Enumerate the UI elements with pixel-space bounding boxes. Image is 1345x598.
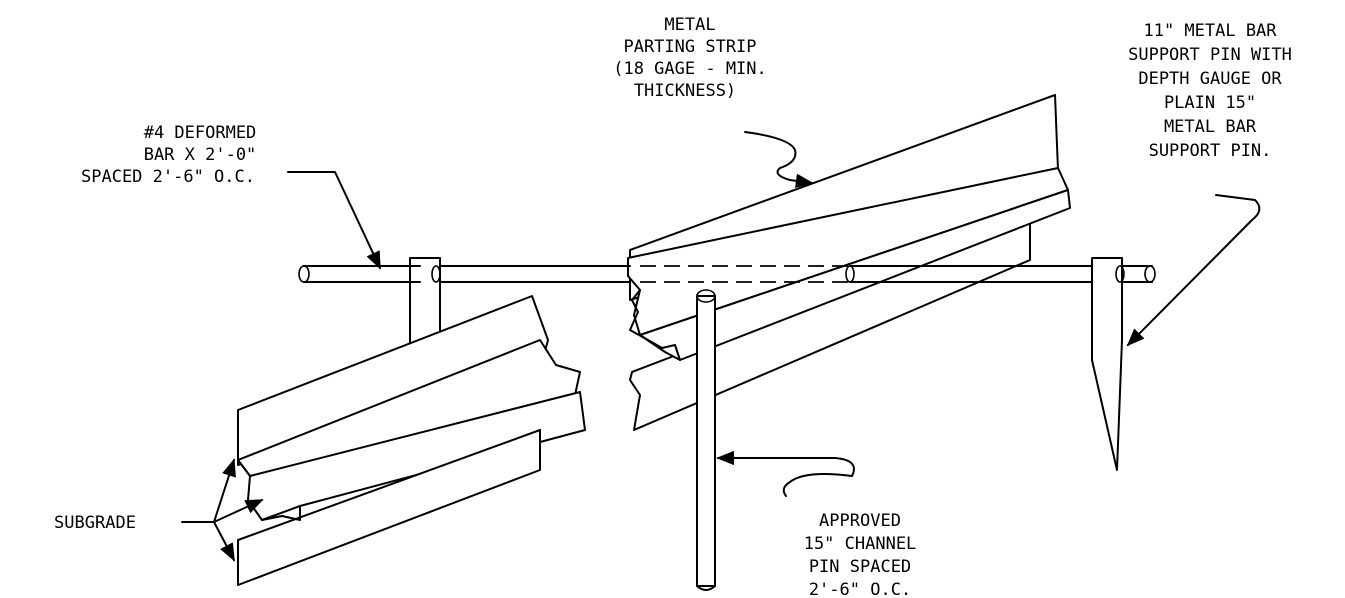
subgrade-text: SUBGRADE bbox=[54, 513, 136, 533]
channel-pin-line-3: PIN SPACED bbox=[809, 557, 911, 577]
deformed-bar-line-3: SPACED 2'-6" O.C. bbox=[81, 167, 255, 187]
label-channel-pin: APPROVED 15" CHANNEL PIN SPACED 2'-6" O.… bbox=[804, 511, 917, 598]
support-pin-line-5: METAL BAR bbox=[1164, 117, 1257, 137]
channel-pin-line-1: APPROVED bbox=[819, 511, 901, 531]
channel-pin-line-4: 2'-6" O.C. bbox=[809, 580, 911, 598]
leader-lines bbox=[181, 131, 1261, 562]
label-subgrade: SUBGRADE bbox=[54, 513, 136, 533]
support-pin-line-6: SUPPORT PIN. bbox=[1149, 141, 1272, 161]
metal-parting-strip-left bbox=[237, 295, 586, 586]
deformed-bar-line-2: BAR X 2'-0" bbox=[144, 145, 257, 165]
parting-strip-line-4: THICKNESS) bbox=[634, 81, 736, 101]
support-pin-line-1: 11" METAL BAR bbox=[1143, 21, 1277, 41]
metal-parting-strip-right bbox=[627, 94, 1071, 431]
parting-strip-line-2: PARTING STRIP bbox=[623, 37, 756, 57]
deformed-bar-line-1: #4 DEFORMED bbox=[144, 123, 257, 143]
label-parting-strip: METAL PARTING STRIP (18 GAGE - MIN. THIC… bbox=[613, 15, 767, 101]
support-pin-line-3: DEPTH GAUGE OR bbox=[1138, 69, 1282, 89]
label-deformed-bar: #4 DEFORMED BAR X 2'-0" SPACED 2'-6" O.C… bbox=[81, 123, 256, 187]
support-pin-line-2: SUPPORT PIN WITH bbox=[1128, 45, 1292, 65]
support-pin-line-4: PLAIN 15" bbox=[1164, 93, 1256, 113]
left-vertical-pin bbox=[303, 257, 441, 345]
parting-strip-line-3: (18 GAGE - MIN. bbox=[613, 59, 767, 79]
label-support-pin: 11" METAL BAR SUPPORT PIN WITH DEPTH GAU… bbox=[1128, 21, 1292, 161]
support-pin-right bbox=[1091, 257, 1125, 471]
channel-pin-line-2: 15" CHANNEL bbox=[804, 534, 917, 554]
channel-pin-center bbox=[696, 289, 716, 591]
parting-strip-line-1: METAL bbox=[664, 15, 715, 35]
